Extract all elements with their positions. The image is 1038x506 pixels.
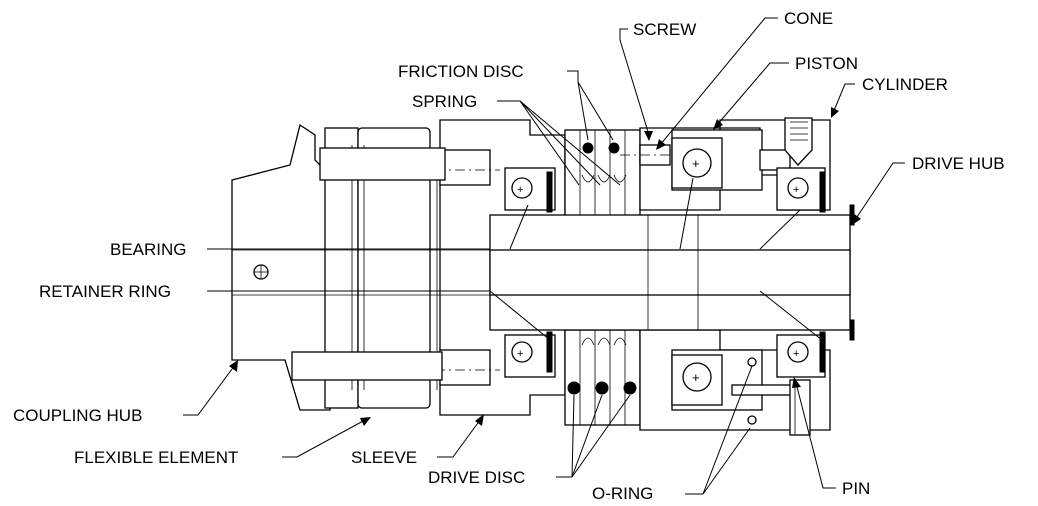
assembly-drawing: + + + + + + [231,117,855,436]
leader-lines [183,17,905,495]
label-drive-hub: DRIVE HUB [912,154,1005,173]
svg-text:+: + [692,156,700,171]
label-flexible-element: FLEXIBLE ELEMENT [74,448,238,467]
svg-text:+: + [517,348,523,360]
label-friction-disc: FRICTION DISC [398,62,524,81]
svg-text:+: + [692,370,700,385]
label-cone: CONE [784,9,833,28]
label-cylinder: CYLINDER [862,75,948,94]
label-screw: SCREW [633,20,696,39]
label-o-ring: O-RING [592,484,653,501]
coupling-hub-shape [231,123,331,411]
label-sleeve: SLEEVE [351,448,417,467]
svg-text:+: + [517,184,523,196]
svg-text:+: + [793,348,799,360]
svg-text:+: + [793,184,799,196]
friction-disc-pack [564,129,641,226]
label-coupling-hub: COUPLING HUB [13,406,142,425]
label-bearing: BEARING [110,240,187,259]
label-spring: SPRING [412,92,477,111]
label-drive-disc: DRIVE DISC [428,468,525,487]
label-piston: PISTON [795,54,858,73]
label-pin: PIN [842,479,870,498]
label-retainer-ring: RETAINER RING [39,282,171,301]
callout-labels: SCREW CONE FRICTION DISC PISTON CYLINDER… [13,9,1005,503]
